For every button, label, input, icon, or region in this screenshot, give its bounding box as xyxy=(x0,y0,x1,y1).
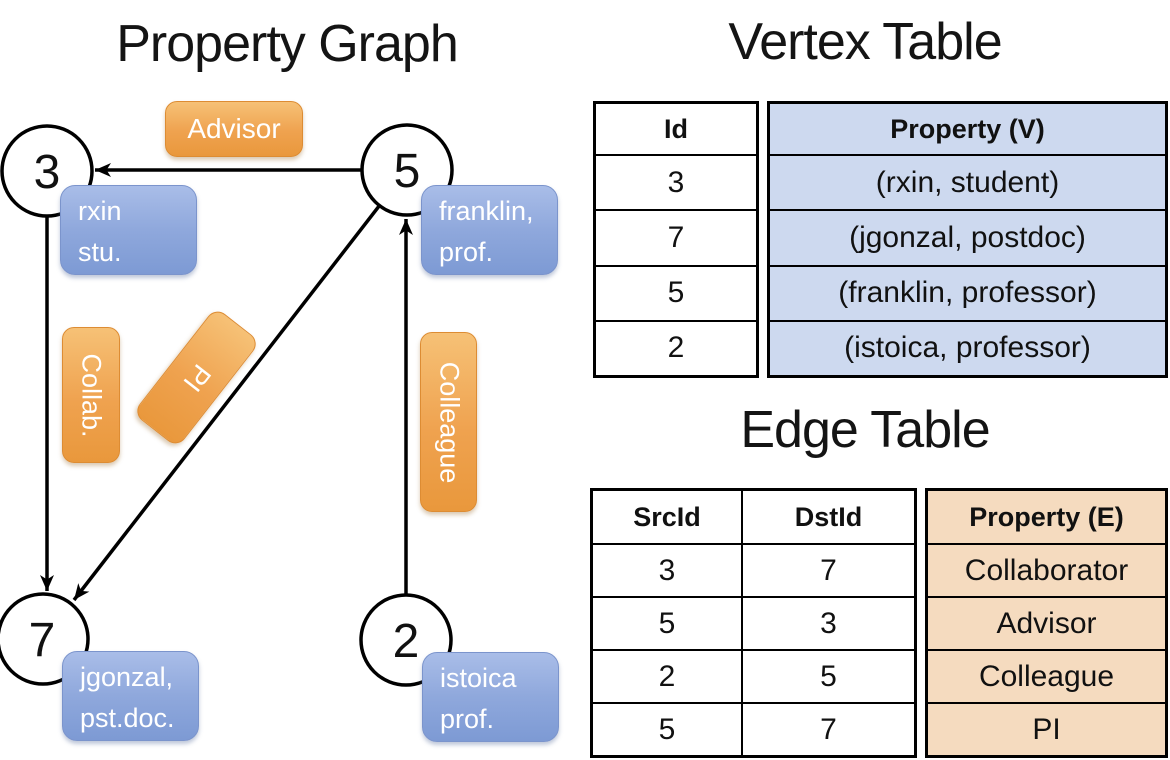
vertex-table-cell: 5 xyxy=(667,276,685,310)
vertex-table-header-property: Property (V) xyxy=(770,104,1165,154)
vertex-property-line: stu. xyxy=(78,237,122,267)
edge-label-colleague-text: Colleague xyxy=(434,361,464,483)
vertex-property-line: pst.doc. xyxy=(80,703,175,733)
vertex-property-line: franklin, xyxy=(439,196,534,226)
edge-table-cell: 5 xyxy=(593,598,743,649)
edge-table-cell: 5 xyxy=(820,659,837,693)
property-graph-title: Property Graph xyxy=(116,15,459,73)
edge-table-cell: PI xyxy=(928,704,1165,755)
edge-table-cell: Colleague xyxy=(928,651,1165,702)
vertex-table-title: Vertex Table xyxy=(728,13,1002,71)
vertex-table-cell: (rxin, student) xyxy=(770,156,1165,210)
vertex-table-cell: (franklin, professor) xyxy=(770,266,1165,320)
vertex-property-box-3: rxin stu. xyxy=(60,185,197,275)
vertex-table-header-id: Id xyxy=(664,113,688,144)
edge-label-colleague: Colleague xyxy=(420,332,477,512)
edge-table-title: Edge Table xyxy=(740,401,990,459)
edge-table-cell: 7 xyxy=(820,712,837,746)
vertex-property-box-5: franklin, prof. xyxy=(421,185,558,275)
edge-table-id-columns: SrcId DstId 3 7 5 3 2 5 5 7 xyxy=(590,488,917,758)
vertex-table-cell: 3 xyxy=(667,165,685,199)
vertex-table-id-column: Id 3 7 5 2 xyxy=(593,101,759,378)
vertex-table-property-column: Property (V) (rxin, student) (jgonzal, p… xyxy=(767,101,1168,378)
vertex-property-box-2: istoica prof. xyxy=(422,652,559,742)
edge-table-cell: 7 xyxy=(820,553,837,587)
vertex-property-line: prof. xyxy=(439,237,494,267)
edge-table-cell: Advisor xyxy=(928,598,1165,649)
edge-table-cell: 2 xyxy=(593,651,743,702)
edge-table-header-property: Property (E) xyxy=(928,491,1165,543)
edge-table-cell: 5 xyxy=(593,704,743,755)
vertex-property-line: rxin xyxy=(78,196,122,226)
vertex-id-3: 3 xyxy=(34,146,61,199)
edge-table: SrcId DstId 3 7 5 3 2 5 5 7 Property (E)… xyxy=(590,488,1168,758)
vertex-id-2: 2 xyxy=(393,615,420,668)
vertex-id-7: 7 xyxy=(29,614,56,667)
vertex-property-line: jgonzal, xyxy=(80,662,174,692)
vertex-table-cell: 2 xyxy=(667,331,685,365)
vertex-id-5: 5 xyxy=(394,145,421,198)
edge-table-property-column: Property (E) Collaborator Advisor Collea… xyxy=(925,488,1168,758)
edge-table-header-srcid: SrcId xyxy=(593,491,743,543)
edge-table-cell: Collaborator xyxy=(928,545,1165,596)
edge-label-advisor-text: Advisor xyxy=(187,113,281,144)
edge-table-cell: 3 xyxy=(820,606,837,640)
edge-label-collab: Collab. xyxy=(62,327,120,463)
vertex-property-line: prof. xyxy=(440,704,495,734)
edge-label-advisor: Advisor xyxy=(165,101,303,157)
vertex-table: Id 3 7 5 2 Property (V) (rxin, student) … xyxy=(593,101,1168,378)
edge-label-collab-text: Collab. xyxy=(76,352,107,438)
vertex-property-line: istoica xyxy=(440,663,517,693)
edge-table-cell: 3 xyxy=(593,545,743,596)
vertex-table-cell: 7 xyxy=(667,220,685,254)
edge-pi-5-to-7 xyxy=(72,168,409,602)
property-graph-canvas: 3 5 7 2 xyxy=(0,123,454,687)
vertex-property-box-7: jgonzal, pst.doc. xyxy=(62,651,199,741)
vertex-table-cell: (jgonzal, postdoc) xyxy=(770,211,1165,265)
vertex-table-cell: (istoica, professor) xyxy=(770,321,1165,375)
edge-table-header-dstid: DstId xyxy=(794,501,863,532)
edge-label-pi-text: PI xyxy=(177,358,217,398)
